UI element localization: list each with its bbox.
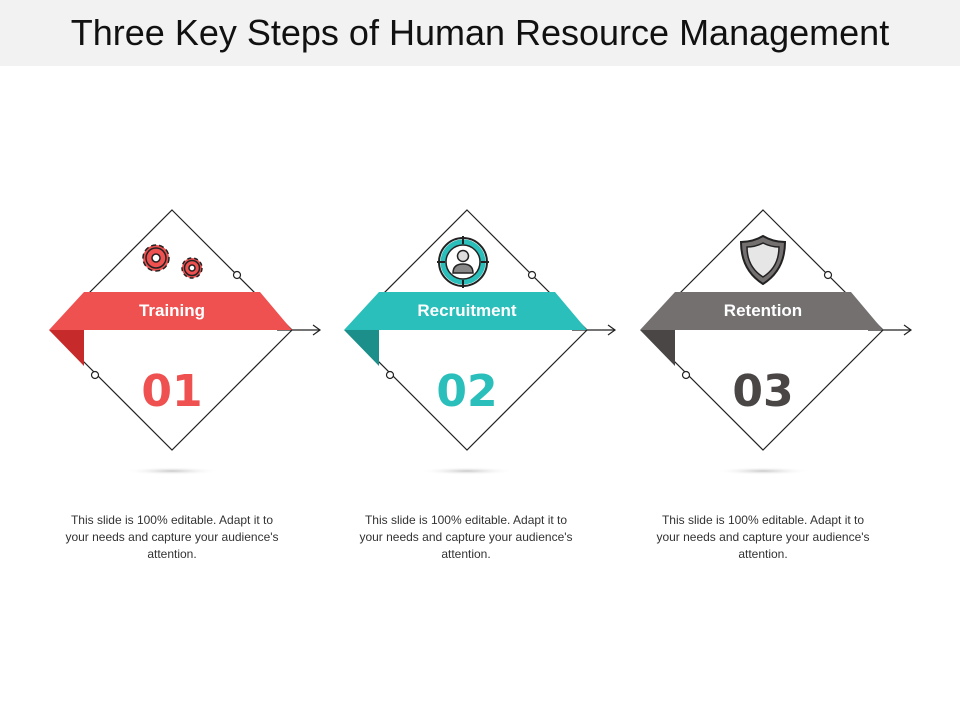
diamond-outline <box>346 209 588 451</box>
connector-dot <box>823 270 833 280</box>
target-person-icon <box>437 236 489 288</box>
step-label: Recruitment <box>417 301 517 320</box>
arrow-head <box>607 324 617 336</box>
step-retention: Retention 03 <box>613 200 913 500</box>
drop-shadow <box>715 467 811 475</box>
ribbon-banner <box>640 292 883 330</box>
step-recruitment: Recruitment 02 <box>317 200 617 500</box>
drop-shadow <box>419 467 515 475</box>
step-training: Training 01 <box>22 200 322 500</box>
ribbon-fold <box>49 330 84 366</box>
step-diamond <box>640 209 913 475</box>
step-diamond <box>344 209 617 475</box>
diamond-outline <box>642 209 884 451</box>
drop-shadow <box>124 467 220 475</box>
step-number: 01 <box>141 366 203 417</box>
connector-dot <box>385 370 395 380</box>
step-description: This slide is 100% editable. Adapt it to… <box>656 513 870 561</box>
page-title: Three Key Steps of Human Resource Manage… <box>70 12 890 53</box>
connector-dot <box>527 270 537 280</box>
arrow-head <box>903 324 913 336</box>
diamond-outline <box>51 209 293 451</box>
step-description: This slide is 100% editable. Adapt it to… <box>359 513 573 561</box>
ribbon-banner <box>344 292 587 330</box>
step-diamond <box>49 209 322 475</box>
step-description: This slide is 100% editable. Adapt it to… <box>65 513 279 561</box>
arrow-head <box>312 324 322 336</box>
gears-icon <box>142 244 203 279</box>
connector-dot <box>681 370 691 380</box>
ribbon-fold <box>344 330 379 366</box>
shield-icon <box>739 234 787 286</box>
ribbon-fold <box>640 330 675 366</box>
step-number: 03 <box>732 366 794 417</box>
step-label: Training <box>138 301 206 320</box>
step-label: Retention <box>723 301 803 320</box>
connector-dot <box>90 370 100 380</box>
connector-dot <box>232 270 242 280</box>
header-bar <box>0 0 960 66</box>
step-number: 02 <box>436 366 498 417</box>
ribbon-banner <box>49 292 292 330</box>
